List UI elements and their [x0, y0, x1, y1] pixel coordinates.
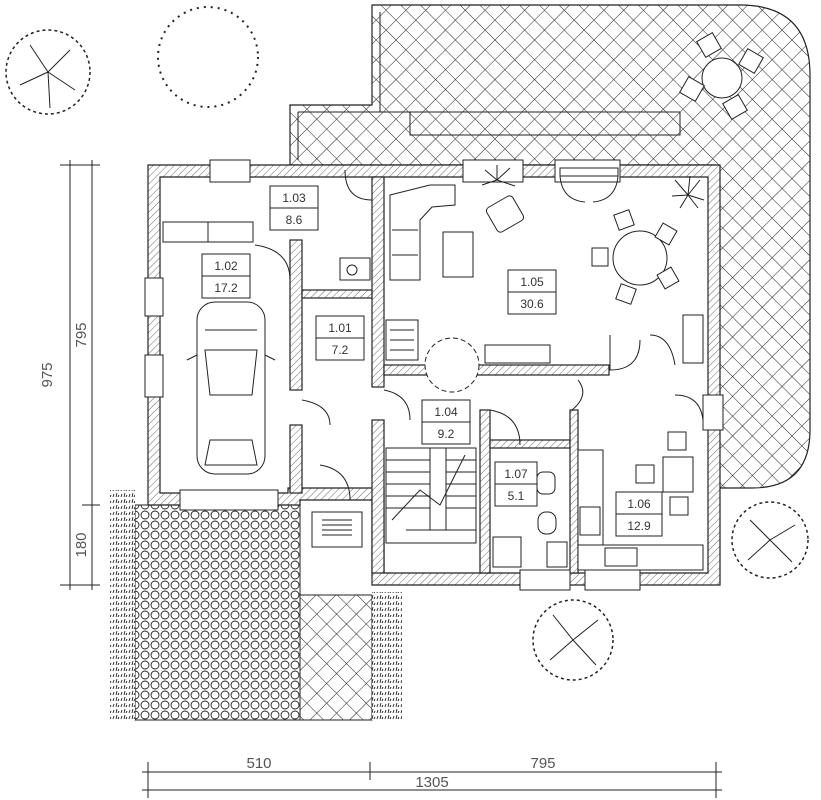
wall-bath-top	[489, 439, 571, 449]
svg-text:8.6: 8.6	[286, 213, 303, 227]
staircase	[385, 447, 477, 544]
terrace-chair	[738, 48, 764, 74]
window	[519, 569, 571, 591]
shower	[492, 536, 522, 568]
wall-bath	[479, 409, 491, 574]
armchair	[485, 195, 525, 233]
wall-garage	[289, 239, 303, 391]
stove	[579, 506, 601, 536]
dining-chair	[613, 209, 635, 231]
svg-text:1.06: 1.06	[627, 497, 651, 511]
washing-machine	[546, 541, 568, 568]
kitchen-sink	[604, 547, 638, 567]
svg-text:9.2: 9.2	[438, 427, 455, 441]
kitchen-chair	[669, 496, 689, 516]
window	[144, 354, 164, 398]
grass-left	[110, 490, 135, 720]
room-label-1.06: 1.06 12.9	[615, 491, 663, 537]
window	[462, 159, 524, 183]
terrace-outline	[297, 12, 681, 160]
window	[702, 394, 724, 431]
door-arc	[559, 175, 619, 203]
svg-text:30.6: 30.6	[520, 297, 544, 311]
dining-chair	[591, 247, 609, 267]
room-label-1.07: 1.07 5.1	[494, 461, 538, 507]
wall-103-bottom	[301, 289, 373, 299]
dim-510: 510	[246, 755, 271, 772]
wall-hall-lower	[371, 419, 385, 574]
terrace-table	[701, 57, 743, 99]
svg-text:1.05: 1.05	[520, 275, 544, 289]
door-arc	[254, 169, 704, 501]
dining-chair	[656, 266, 680, 290]
svg-text:12.9: 12.9	[627, 519, 651, 533]
bathroom-sink	[536, 471, 556, 495]
svg-text:7.2: 7.2	[332, 343, 349, 357]
room-label-1.01: 1.01 7.2	[315, 315, 365, 361]
svg-text:5.1: 5.1	[508, 489, 525, 503]
vertical-dimensions: 975 795 180	[39, 160, 100, 590]
svg-text:1.03: 1.03	[282, 191, 306, 205]
room-label-1.05: 1.05 30.6	[507, 269, 557, 315]
dim-180: 180	[73, 532, 90, 557]
sideboard	[484, 344, 551, 364]
wall-garage-lower	[289, 424, 303, 494]
coffee-table	[442, 231, 474, 278]
cabinet	[682, 314, 704, 364]
door-terrace	[559, 167, 619, 177]
tree-icon	[731, 501, 809, 579]
dining-chair	[615, 283, 637, 305]
driveway	[134, 504, 301, 721]
room-label-1.04: 1.04 9.2	[421, 399, 471, 445]
tree-icon	[157, 6, 259, 108]
wall-hall-living	[371, 176, 385, 388]
window	[144, 277, 164, 317]
car	[186, 301, 276, 475]
window	[209, 159, 251, 183]
dim-975: 975	[39, 362, 56, 387]
garage-door	[179, 489, 279, 511]
terrace-chair	[679, 76, 705, 102]
dim-795-vertical: 795	[73, 322, 90, 347]
kitchen-chair	[667, 431, 687, 451]
svg-text:1.04: 1.04	[434, 405, 458, 419]
kitchen-chair	[635, 464, 655, 484]
svg-text:1.01: 1.01	[328, 321, 352, 335]
room-label-1.03: 1.03 8.6	[269, 185, 319, 231]
kitchen-counter	[577, 544, 704, 571]
room-label-1.02: 1.02 17.2	[201, 253, 251, 299]
dim-795-horizontal: 795	[530, 755, 555, 772]
window	[584, 569, 641, 591]
dining-table	[612, 230, 668, 286]
dim-1305: 1305	[415, 774, 448, 791]
kitchen-table	[662, 456, 694, 493]
grass-right	[372, 592, 402, 720]
horizontal-dimensions: 510 795 1305	[142, 755, 722, 798]
hall-round-table	[424, 337, 480, 393]
walkway	[299, 594, 373, 721]
tree-icon	[5, 29, 91, 115]
svg-text:17.2: 17.2	[214, 281, 238, 295]
terrace-chair	[696, 32, 722, 58]
tree-icon	[532, 599, 614, 681]
plant-icon	[481, 165, 516, 187]
wall-living-bottom	[383, 364, 610, 376]
plant-icon	[671, 175, 705, 209]
svg-text:1.02: 1.02	[214, 259, 238, 273]
sofa	[389, 184, 456, 281]
toilet	[537, 511, 557, 535]
svg-text:1.07: 1.07	[504, 467, 528, 481]
dining-chair	[654, 222, 678, 246]
wall-kitchen	[569, 409, 579, 574]
terrace-chair	[722, 94, 748, 120]
